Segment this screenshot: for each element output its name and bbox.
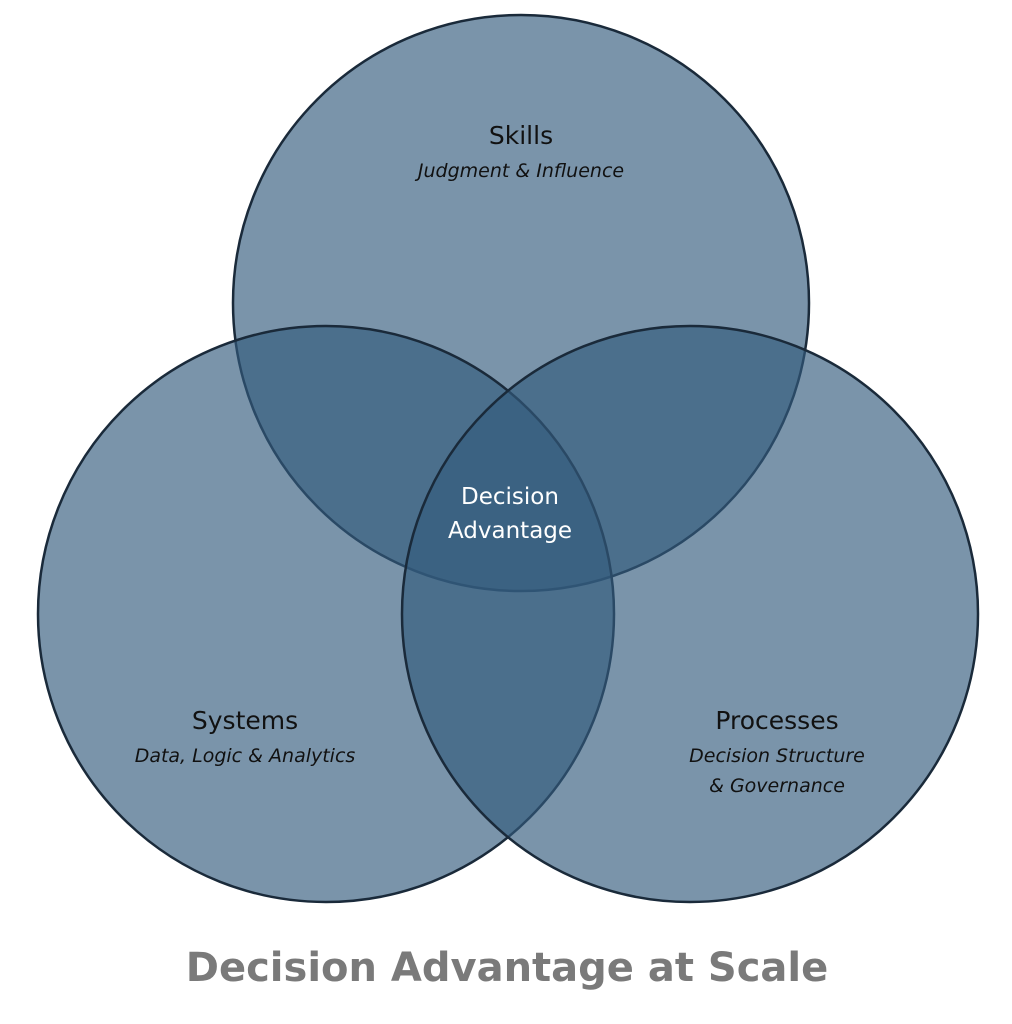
circle-processes xyxy=(400,324,980,904)
processes-subtitle-line2: & Governance xyxy=(709,775,845,797)
skills-subtitle: Judgment & Influence xyxy=(417,160,625,182)
center-label-line2: Advantage xyxy=(447,518,573,544)
systems-subtitle: Data, Logic & Analytics xyxy=(134,745,356,767)
systems-title: Systems xyxy=(191,706,299,735)
diagram-caption: Decision Advantage at Scale xyxy=(185,945,829,991)
center-label-line1: Decision xyxy=(461,484,559,510)
processes-title: Processes xyxy=(715,706,839,735)
processes-subtitle-line1: Decision Structure xyxy=(689,745,865,767)
skills-title: Skills xyxy=(488,121,554,150)
